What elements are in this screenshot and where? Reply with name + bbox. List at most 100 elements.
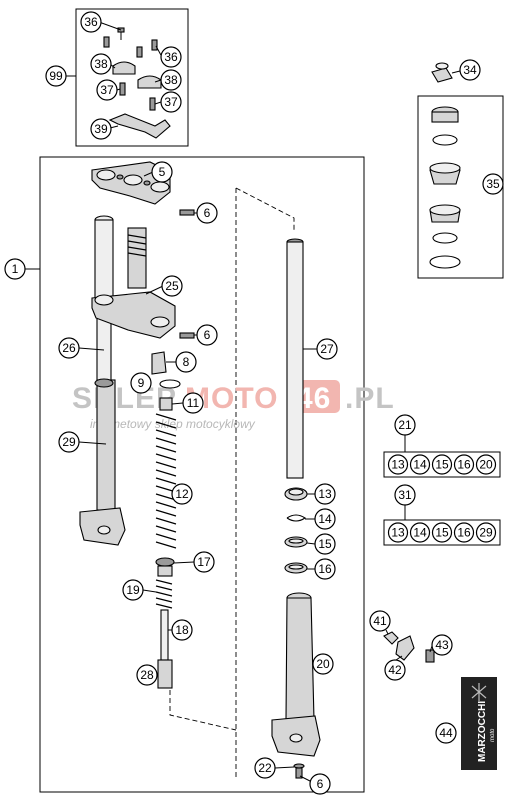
- callout-13: 13: [314, 483, 336, 505]
- svg-text:36: 36: [164, 50, 178, 64]
- svg-text:38: 38: [94, 57, 108, 71]
- svg-text:13: 13: [391, 526, 405, 540]
- svg-text:22: 22: [258, 761, 272, 775]
- callout-19: 19: [122, 579, 144, 601]
- marzocchi-logo: MARZOCCHI moto: [461, 677, 497, 770]
- svg-text:20: 20: [479, 458, 493, 472]
- damper-rod-assembly: [155, 557, 175, 689]
- svg-text:5: 5: [159, 165, 166, 179]
- svg-text:28: 28: [140, 668, 154, 682]
- callout-17: 17: [193, 551, 215, 573]
- svg-text:15: 15: [435, 458, 449, 472]
- kit-item-15: 15: [431, 522, 453, 543]
- svg-text:25: 25: [165, 279, 179, 293]
- callout-9: 9: [130, 372, 152, 394]
- callout-12: 12: [171, 483, 193, 505]
- leader-lines: [25, 21, 503, 783]
- callout-43: 43: [431, 634, 453, 656]
- kit-item-14: 14: [409, 454, 431, 475]
- callout-15: 15: [314, 533, 336, 555]
- callout-26: 26: [58, 337, 80, 359]
- svg-text:11: 11: [187, 396, 200, 410]
- svg-text:15: 15: [318, 537, 332, 551]
- callout-38: 38: [160, 69, 182, 91]
- svg-text:6: 6: [317, 777, 324, 791]
- crown-bolt: [179, 209, 195, 216]
- right-fork-tube: [286, 238, 304, 479]
- top-clamp-kit-frame: [75, 8, 189, 147]
- watermark: SKLEP MOTO 46 .PL internetowy sklep moto…: [72, 380, 394, 431]
- callout-41: 41: [369, 610, 391, 632]
- svg-text:42: 42: [388, 663, 402, 677]
- small-hardware-parts: [383, 631, 435, 663]
- svg-text:17: 17: [197, 555, 211, 569]
- callout-37: 37: [160, 91, 182, 113]
- watermark-tagline: internetowy sklep motocyklowy: [90, 417, 256, 431]
- svg-text:6: 6: [204, 206, 211, 220]
- kit-item-14: 14: [409, 522, 431, 543]
- svg-text:16: 16: [457, 526, 471, 540]
- callout-28: 28: [136, 664, 158, 686]
- assembly-guide-line: [235, 187, 295, 232]
- top-clamp-kit-parts: [103, 27, 171, 139]
- svg-text:31: 31: [398, 488, 412, 502]
- svg-text:29: 29: [62, 435, 76, 449]
- callout-20: 20: [312, 653, 334, 675]
- svg-text:36: 36: [84, 15, 98, 29]
- svg-text:13: 13: [391, 458, 405, 472]
- steering-bearing-parts: [429, 62, 461, 269]
- callout-6: 6: [309, 773, 331, 795]
- callout-27: 27: [316, 338, 338, 360]
- svg-text:19: 19: [126, 583, 140, 597]
- svg-text:99: 99: [49, 69, 63, 83]
- callout-18: 18: [171, 619, 193, 641]
- kit-item-16: 16: [453, 454, 475, 475]
- kit-item-29: 29: [475, 522, 497, 543]
- callout-6: 6: [196, 202, 218, 224]
- callout-14: 14: [314, 508, 336, 530]
- callout-25: 25: [161, 275, 183, 297]
- svg-text:6: 6: [204, 328, 211, 342]
- drain-screw-and-washer: [293, 763, 305, 779]
- svg-text:43: 43: [435, 638, 449, 652]
- kit-21-box: [383, 451, 501, 478]
- svg-text:9: 9: [138, 376, 145, 390]
- svg-text:35: 35: [486, 177, 500, 191]
- callout-22: 22: [254, 757, 276, 779]
- svg-text:27: 27: [320, 342, 334, 356]
- lower-clamp-bolt: [179, 332, 195, 339]
- left-fork-leg: [79, 215, 126, 546]
- callout-35: 35: [482, 173, 504, 195]
- svg-text:14: 14: [413, 458, 427, 472]
- fork-seal-stack: [284, 487, 308, 574]
- svg-text:15: 15: [435, 526, 449, 540]
- svg-text:26: 26: [62, 341, 76, 355]
- callout-8: 8: [175, 351, 197, 373]
- callout-34: 34: [459, 59, 481, 81]
- callout-16: 16: [314, 558, 336, 580]
- svg-text:18: 18: [175, 623, 189, 637]
- svg-text:14: 14: [413, 526, 427, 540]
- svg-text:14: 14: [318, 512, 332, 526]
- watermark-number-badge: [292, 380, 340, 413]
- callout-31: 31: [394, 484, 416, 506]
- callout-42: 42: [384, 659, 406, 681]
- callout-6: 6: [196, 324, 218, 346]
- svg-text:37: 37: [100, 83, 114, 97]
- callout-21: 21: [394, 414, 416, 436]
- callout-38: 38: [90, 53, 112, 75]
- callout-1: 1: [4, 258, 26, 280]
- watermark-left: SKLEP: [72, 382, 177, 415]
- callout-37: 37: [96, 79, 118, 101]
- svg-text:20: 20: [316, 657, 330, 671]
- svg-text:8: 8: [183, 355, 190, 369]
- svg-text:37: 37: [164, 95, 178, 109]
- svg-text:29: 29: [479, 526, 493, 540]
- right-lower-leg: [271, 592, 321, 757]
- svg-text:13: 13: [318, 487, 332, 501]
- svg-text:34: 34: [463, 63, 477, 77]
- steering-stem-and-lower-clamp: [91, 227, 176, 339]
- main-fork-frame: [39, 156, 365, 793]
- svg-text:39: 39: [94, 122, 108, 136]
- callout-44: 44: [435, 722, 457, 744]
